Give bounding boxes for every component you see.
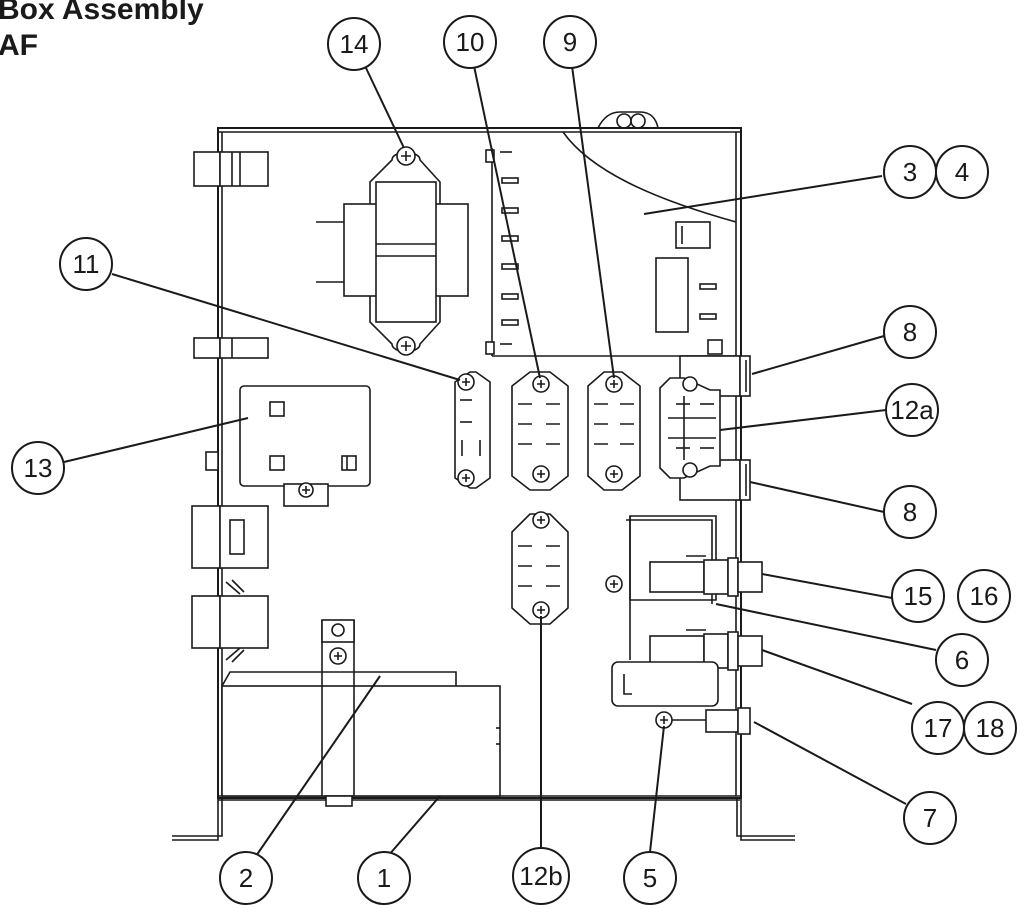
title-line-1: Box Assembly — [0, 0, 204, 26]
transformer — [316, 146, 469, 356]
leader-lines — [63, 65, 937, 857]
callout-label: 16 — [970, 581, 999, 611]
callout-7: 7 — [903, 791, 957, 845]
callout-10: 10 — [443, 15, 497, 69]
left-connectors — [191, 151, 269, 663]
relay-11 — [454, 371, 491, 489]
callout-label: 11 — [73, 249, 100, 279]
callout-label: 17 — [924, 713, 953, 743]
callout-14: 14 — [327, 17, 381, 71]
callout-3: 3 — [883, 145, 937, 199]
callout-label: 5 — [643, 863, 657, 893]
callout-label: 8 — [903, 317, 917, 347]
callout-9: 9 — [543, 15, 597, 69]
callout-label: 8 — [903, 497, 917, 527]
callout-label: 12b — [519, 861, 562, 891]
title-line-2: AF — [0, 29, 38, 62]
callout-label: 9 — [563, 27, 577, 57]
callout-label: 3 — [903, 157, 917, 187]
relay-10 — [511, 371, 569, 491]
callout-label: 10 — [456, 27, 485, 57]
callout-1: 1 — [357, 851, 411, 905]
callout-18: 18 — [963, 701, 1017, 755]
relay-9 — [587, 371, 641, 491]
callout-label: 7 — [923, 803, 937, 833]
fitting-bracket — [605, 515, 763, 735]
circuit-board — [485, 148, 736, 357]
callout-11: 11 — [59, 237, 113, 291]
callout-6: 6 — [935, 633, 989, 687]
callout-15: 15 — [891, 569, 945, 623]
diagram-title: Box Assembly AF — [0, 0, 204, 64]
callout-4: 4 — [935, 145, 989, 199]
callout-2: 2 — [219, 851, 273, 905]
callout-12b: 12b — [512, 847, 570, 905]
callout-17: 17 — [911, 701, 965, 755]
callout-8-upper: 8 — [883, 305, 937, 359]
rocker-switches — [659, 355, 751, 501]
terminal-block — [239, 385, 371, 507]
callout-12a: 12a — [885, 383, 939, 437]
callout-label: 2 — [239, 863, 253, 893]
callout-label: 14 — [340, 29, 369, 59]
callout-label: 6 — [955, 645, 969, 675]
callout-13: 13 — [11, 441, 65, 495]
callout-label: 18 — [976, 713, 1005, 743]
callout-label: 1 — [377, 863, 391, 893]
callout-8-lower: 8 — [883, 485, 937, 539]
callout-16: 16 — [957, 569, 1011, 623]
relay-12b — [511, 511, 569, 625]
callout-label: 15 — [904, 581, 933, 611]
callout-label: 4 — [955, 157, 969, 187]
callout-label: 12a — [890, 395, 934, 425]
callout-5: 5 — [623, 851, 677, 905]
callout-label: 13 — [24, 453, 53, 483]
